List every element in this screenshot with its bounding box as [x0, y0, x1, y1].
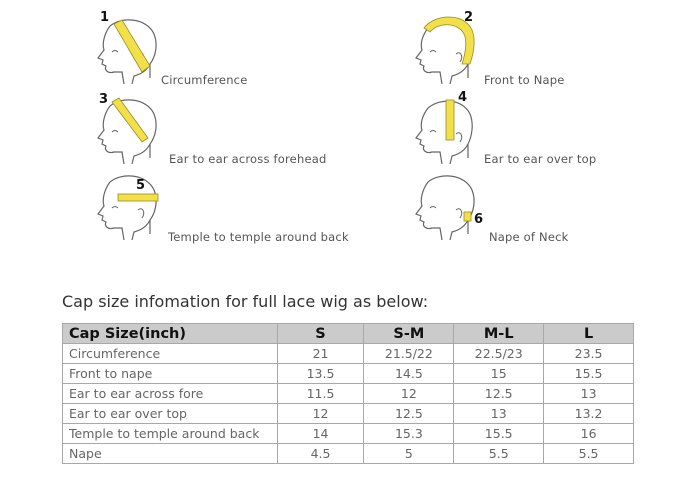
cell-value: 14.5: [363, 363, 455, 384]
head-drawing: [415, 175, 475, 241]
figure-number: 5: [136, 178, 146, 193]
figure-label: Temple to temple around back: [168, 230, 349, 244]
figure-number: 6: [474, 212, 484, 227]
measuring-tape: [445, 99, 455, 141]
measuring-tape: [113, 19, 151, 73]
figure-label: Circumference: [161, 73, 248, 87]
measuring-tape: [117, 193, 159, 202]
cell-value: 13.2: [543, 403, 634, 424]
measuring-tape: [423, 16, 475, 65]
figure-label: Ear to ear across forehead: [169, 152, 327, 166]
table-header-row: Cap Size(inch) S S-M M-L L: [62, 323, 634, 344]
figure-number: 3: [99, 92, 109, 107]
figure-number: 2: [464, 10, 474, 25]
cell-value: 13.5: [276, 363, 365, 384]
cell-value: 15.5: [543, 363, 634, 384]
cell-value: 12: [276, 403, 365, 424]
table-row: Temple to temple around back 14 15.3 15.…: [62, 423, 634, 444]
intro-text: Cap size infomation for full lace wig as…: [62, 292, 429, 311]
row-label: Circumference: [62, 343, 278, 364]
head-drawing: [97, 19, 157, 85]
cell-value: 23.5: [543, 343, 634, 364]
cell-value: 5.5: [543, 443, 634, 464]
cell-value: 5.5: [453, 443, 545, 464]
cap-size-table: Cap Size(inch) S S-M M-L L Circumference…: [62, 323, 634, 464]
figure-label: Front to Nape: [484, 73, 565, 87]
head-drawing: [97, 97, 157, 165]
row-label: Nape: [62, 443, 278, 464]
measuring-tape: [111, 97, 149, 143]
header-size-s-m: S-M: [363, 323, 455, 344]
figure-number: 4: [458, 90, 468, 105]
cell-value: 11.5: [276, 383, 365, 404]
table-row: Front to nape 13.5 14.5 15 15.5: [62, 363, 634, 384]
measuring-tape: [463, 211, 472, 222]
cell-value: 12: [363, 383, 455, 404]
row-label: Temple to temple around back: [62, 423, 278, 444]
cell-value: 12.5: [363, 403, 455, 424]
table-row: Ear to ear over top 12 12.5 13 13.2: [62, 403, 634, 424]
cell-value: 21: [276, 343, 365, 364]
cell-value: 5: [363, 443, 455, 464]
table-row: Circumference 21 21.5/22 22.5/23 23.5: [62, 343, 634, 364]
table-row: Ear to ear across fore 11.5 12 12.5 13: [62, 383, 634, 404]
header-size-s: S: [276, 323, 365, 344]
header-size-m-l: M-L: [453, 323, 545, 344]
head-drawing: [415, 99, 473, 165]
cell-value: 15: [453, 363, 545, 384]
head-drawing: [415, 16, 475, 85]
cell-value: 21.5/22: [363, 343, 455, 364]
cell-value: 13: [453, 403, 545, 424]
row-label: Front to nape: [62, 363, 278, 384]
cell-value: 15.5: [453, 423, 545, 444]
head-drawing: [97, 175, 159, 241]
cell-value: 16: [543, 423, 634, 444]
row-label: Ear to ear over top: [62, 403, 278, 424]
figure-label: Nape of Neck: [489, 230, 569, 244]
header-size-l: L: [543, 323, 634, 344]
cell-value: 4.5: [276, 443, 365, 464]
cell-value: 22.5/23: [453, 343, 545, 364]
row-label: Ear to ear across fore: [62, 383, 278, 404]
table-row: Nape 4.5 5 5.5 5.5: [62, 443, 634, 464]
figure-label: Ear to ear over top: [484, 152, 597, 166]
cell-value: 13: [543, 383, 634, 404]
cell-value: 12.5: [453, 383, 545, 404]
cell-value: 14: [276, 423, 365, 444]
header-cap-size: Cap Size(inch): [62, 323, 278, 344]
figure-number: 1: [100, 10, 110, 25]
cell-value: 15.3: [363, 423, 455, 444]
